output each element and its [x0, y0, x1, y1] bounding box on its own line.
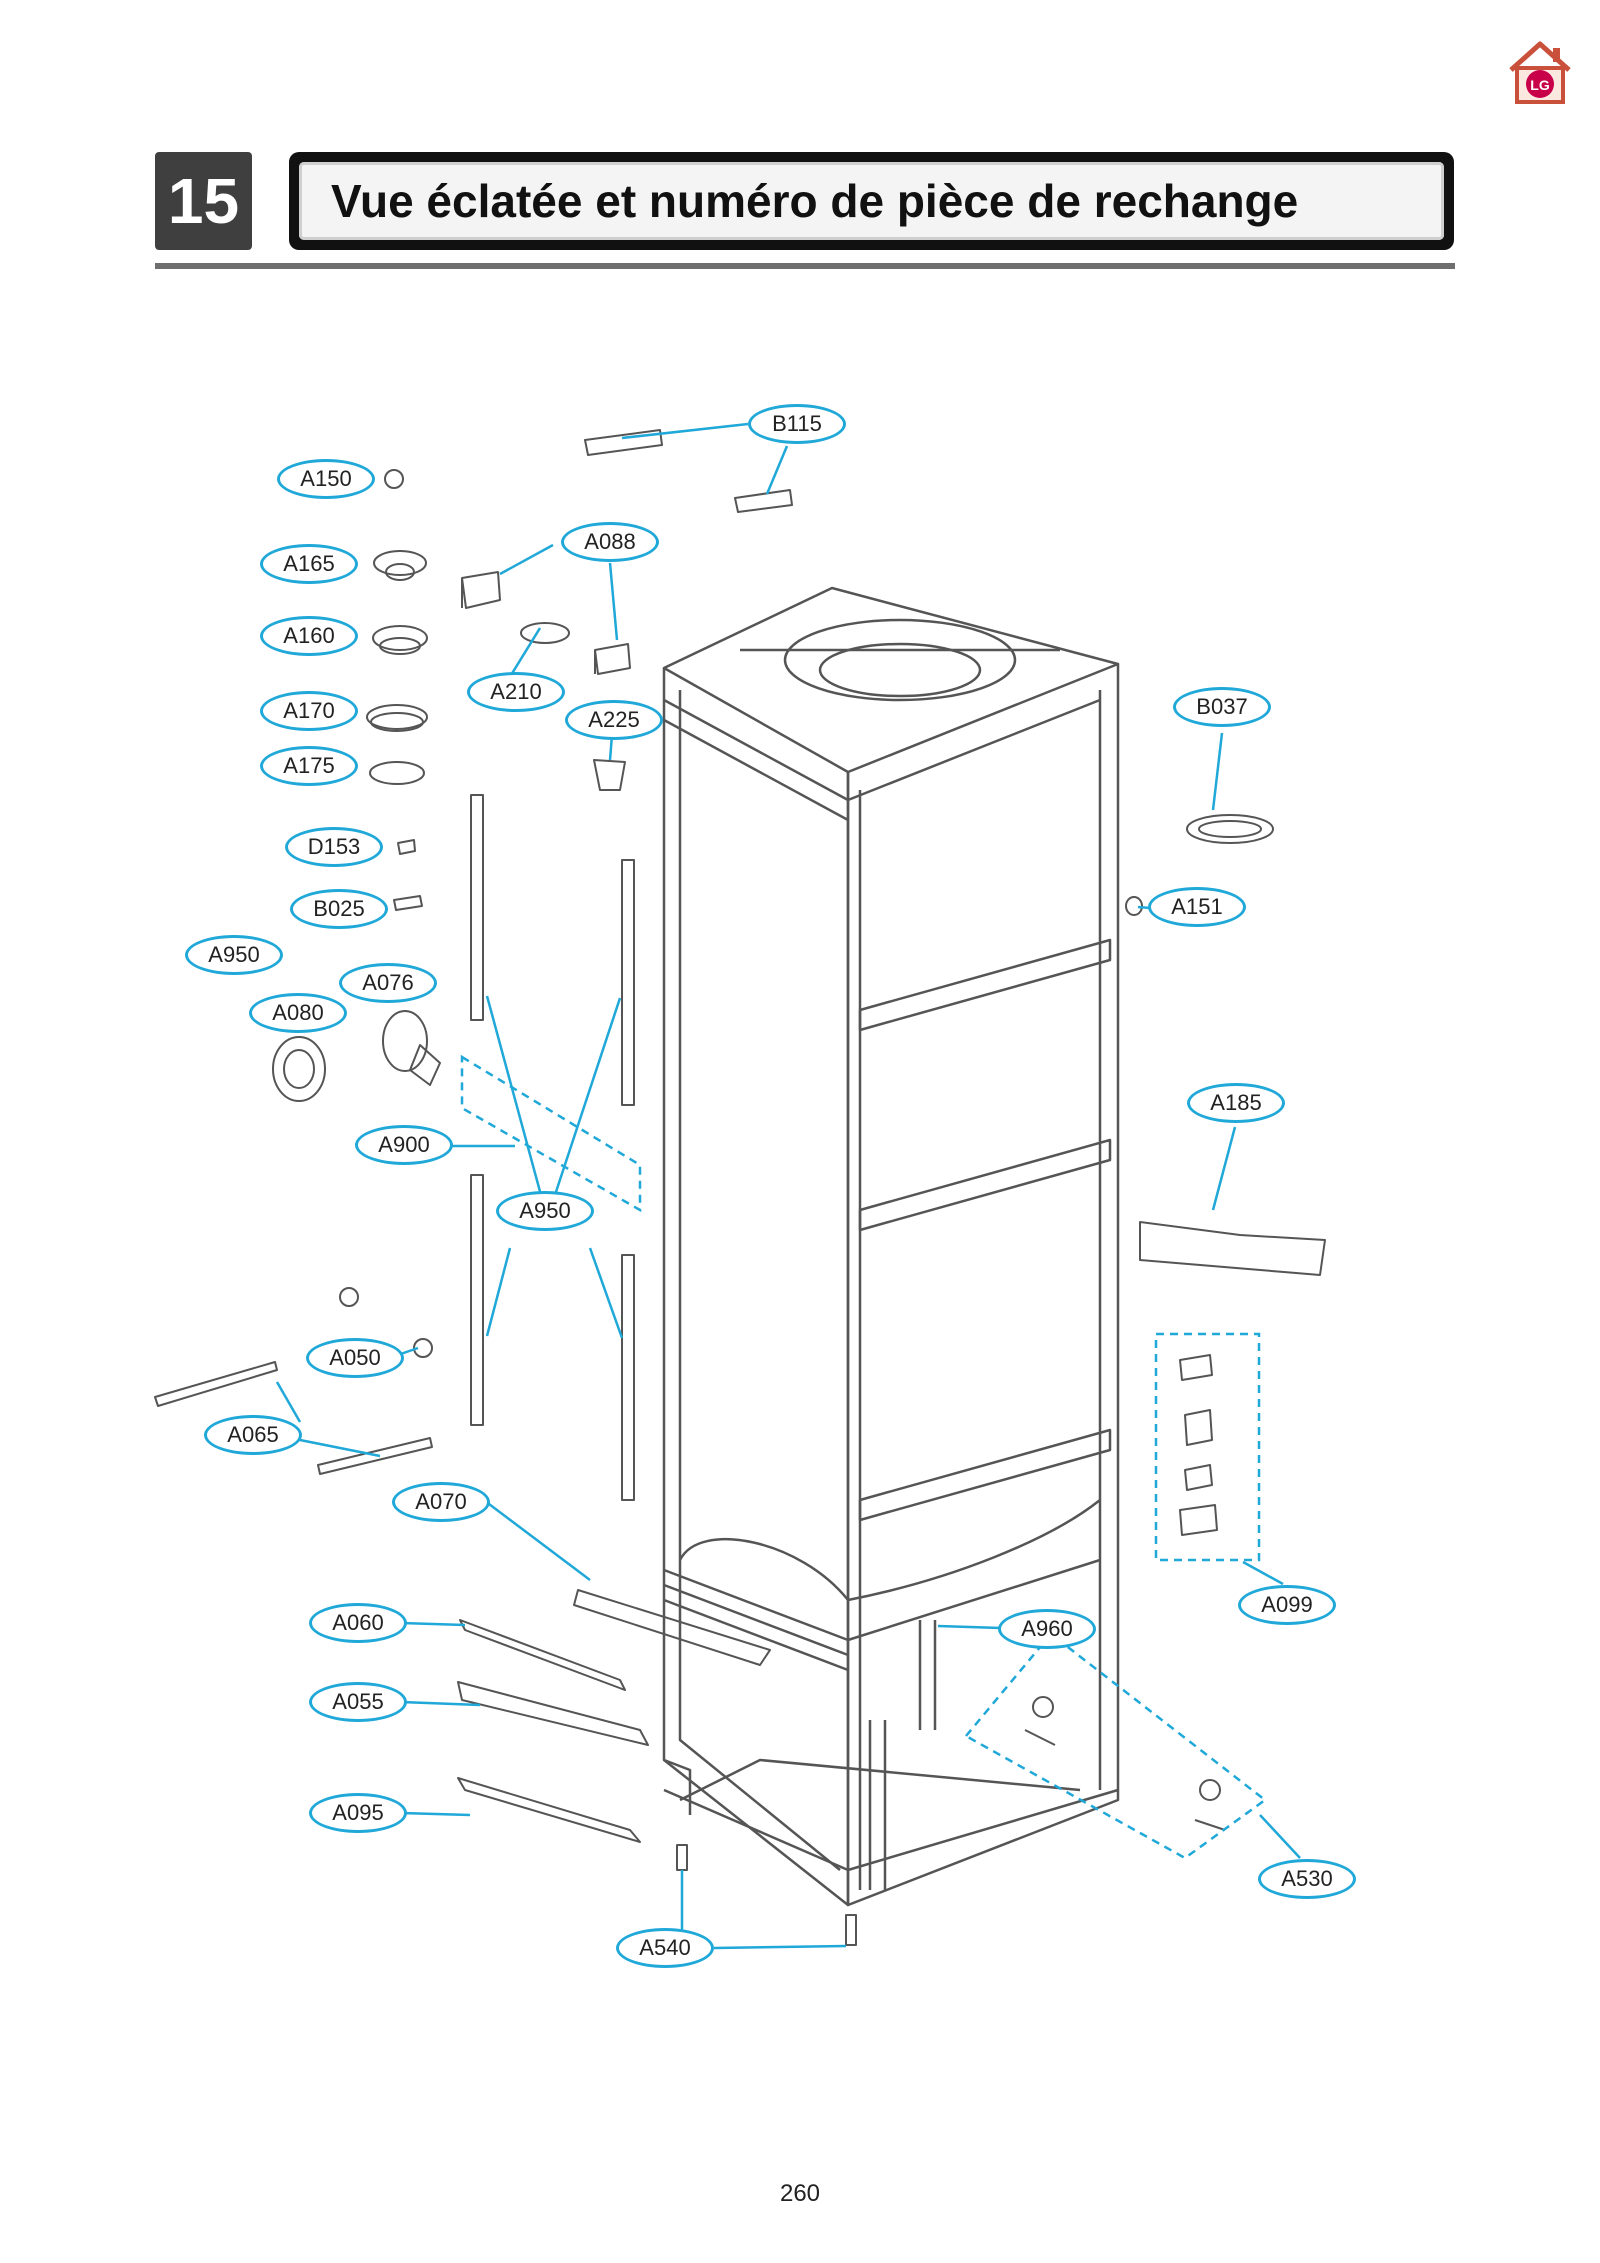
callout-a160: A160: [260, 616, 358, 656]
callout-b025: B025: [290, 889, 388, 929]
header-divider: [155, 263, 1455, 269]
callout-a210: A210: [467, 672, 565, 712]
callout-a099: A099: [1238, 1585, 1336, 1625]
callout-a060: A060: [309, 1603, 407, 1643]
callout-a165: A165: [260, 544, 358, 584]
callout-a540: A540: [616, 1928, 714, 1968]
logo-text: LG: [1530, 77, 1550, 93]
a900-group-outline: [460, 1054, 642, 1213]
lg-home-logo-icon: LG: [1505, 38, 1575, 106]
callout-a088: A088: [561, 522, 659, 562]
chapter-number: 15: [155, 152, 252, 250]
callout-a900: A900: [355, 1125, 453, 1165]
page-title: Vue éclatée et numéro de pièce de rechan…: [331, 175, 1299, 227]
callout-b037: B037: [1173, 687, 1271, 727]
callout-b115: B115: [748, 404, 846, 444]
a530-group-outline: [964, 1632, 1268, 1860]
a099-group-outline: [1154, 1332, 1261, 1562]
callout-a095: A095: [309, 1793, 407, 1833]
callout-a530: A530: [1258, 1859, 1356, 1899]
door-gasket-strips: [470, 794, 635, 1501]
callout-a960: A960: [998, 1609, 1096, 1649]
small-parts: [154, 429, 1326, 1946]
callout-a151: A151: [1148, 887, 1246, 927]
cabinet-frame: [662, 586, 1120, 1907]
title-box: Vue éclatée et numéro de pièce de rechan…: [289, 152, 1454, 250]
callout-a065: A065: [204, 1415, 302, 1455]
callout-a055: A055: [309, 1682, 407, 1722]
callout-d153: D153: [285, 827, 383, 867]
callout-a080: A080: [249, 993, 347, 1033]
callout-a950-left: A950: [185, 935, 283, 975]
callout-a185: A185: [1187, 1083, 1285, 1123]
callout-a050: A050: [306, 1338, 404, 1378]
page-number: 260: [779, 2180, 821, 2207]
callout-a950-center: A950: [496, 1191, 594, 1231]
callout-a070: A070: [392, 1482, 490, 1522]
callout-a175: A175: [260, 746, 358, 786]
callout-a150: A150: [277, 459, 375, 499]
callout-a170: A170: [260, 691, 358, 731]
callout-a225: A225: [565, 700, 663, 740]
callout-a076: A076: [339, 963, 437, 1003]
